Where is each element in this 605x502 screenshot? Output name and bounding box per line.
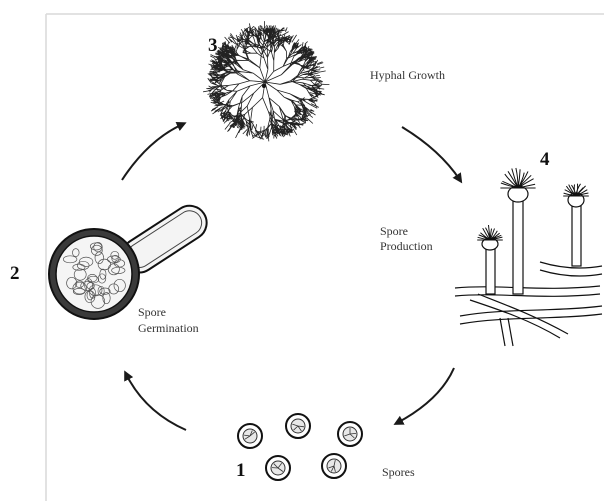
step-number-4: 4 xyxy=(540,149,550,170)
label-hyphal-growth: Hyphal Growth xyxy=(370,68,445,82)
spore-5 xyxy=(322,454,346,478)
label-spore-production-line2: Production xyxy=(380,239,433,253)
label-spores: Spores xyxy=(382,465,415,479)
spore-3 xyxy=(338,422,362,446)
cycle-arrows xyxy=(122,124,460,430)
spore-1 xyxy=(238,424,262,448)
arrow-germination-to-growth xyxy=(122,124,183,180)
mycelium-center xyxy=(262,84,266,88)
mycelium-illustration xyxy=(203,21,329,141)
spore-production-illustration xyxy=(455,168,602,346)
step-number-1: 1 xyxy=(236,460,246,481)
spore-2 xyxy=(286,414,310,438)
germinating-spore-illustration xyxy=(49,199,213,319)
label-spore-germination-line1: Spore xyxy=(138,305,166,319)
arrow-production-to-spores xyxy=(397,368,454,423)
step-number-2: 2 xyxy=(10,263,20,284)
arrow-spores-to-germination xyxy=(126,374,186,430)
label-spore-production-line1: Spore xyxy=(380,224,408,238)
step-number-3: 3 xyxy=(208,35,218,56)
spores-illustration xyxy=(238,414,362,480)
spore-4 xyxy=(266,456,290,480)
label-spore-germination-line2: Germination xyxy=(138,321,199,335)
arrow-growth-to-production xyxy=(402,127,460,180)
